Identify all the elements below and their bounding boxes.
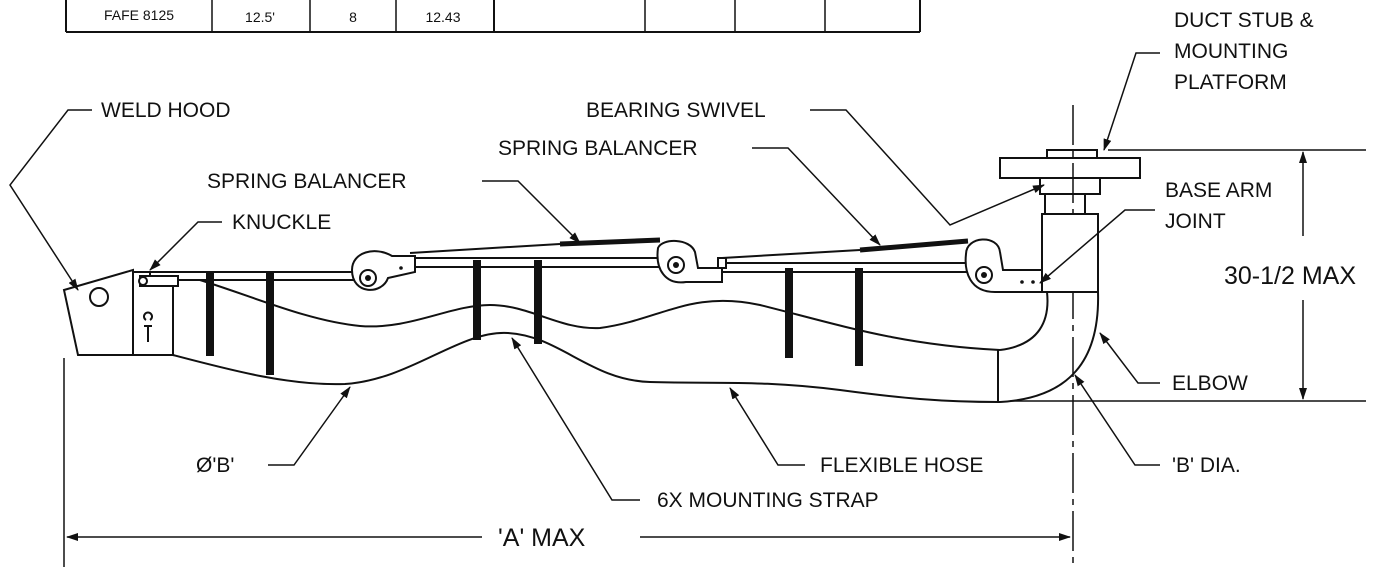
- table-cell-diameter: 8: [349, 9, 357, 25]
- dia-b-label: Ø'B': [196, 454, 234, 477]
- spec-table: FAFE 8125 12.5' 8 12.43: [65, 0, 921, 33]
- duct-stub-label-3: PLATFORM: [1174, 71, 1287, 94]
- spring-balancer-lower-label: SPRING BALANCER: [207, 170, 407, 193]
- arm-joint-1: [350, 250, 416, 291]
- elbow-label: ELBOW: [1172, 372, 1248, 395]
- table-cell-length: 12.5': [245, 9, 275, 25]
- support-arm: [138, 257, 971, 287]
- flexible-hose-label: FLEXIBLE HOSE: [820, 454, 983, 477]
- height-dimension-label: 30-1/2 MAX: [1224, 262, 1356, 290]
- arm-joint-3: [964, 238, 1043, 293]
- callout-labels: DUCT STUB & MOUNTING PLATFORM WELD HOOD …: [101, 9, 1356, 552]
- mounting-strap-label: 6X MOUNTING STRAP: [657, 489, 879, 512]
- duct-stub-label-2: MOUNTING: [1174, 40, 1288, 63]
- mounting-platform: [999, 149, 1141, 215]
- arm-joint-2: [656, 240, 727, 284]
- flexible-hose: [172, 271, 1001, 403]
- length-dimension-label: 'A' MAX: [498, 524, 586, 552]
- dimension-lines: [63, 149, 1366, 567]
- table-cell-value: 12.43: [425, 9, 460, 25]
- bearing-swivel-label: BEARING SWIVEL: [586, 99, 766, 122]
- knuckle-label: KNUCKLE: [232, 211, 331, 234]
- table-cell-model: FAFE 8125: [104, 7, 174, 23]
- b-dia-label: 'B' DIA.: [1172, 454, 1241, 477]
- mounting-straps: [206, 260, 863, 375]
- leader-lines: [9, 52, 1160, 501]
- spring-balancer-upper-label: SPRING BALANCER: [498, 137, 698, 160]
- elbow: [997, 213, 1100, 403]
- base-arm-joint-label-1: BASE ARM: [1165, 179, 1272, 202]
- duct-stub-label-1: DUCT STUB &: [1174, 9, 1314, 32]
- weld-hood-label: WELD HOOD: [101, 99, 231, 122]
- base-arm-joint-label-2: JOINT: [1165, 210, 1226, 233]
